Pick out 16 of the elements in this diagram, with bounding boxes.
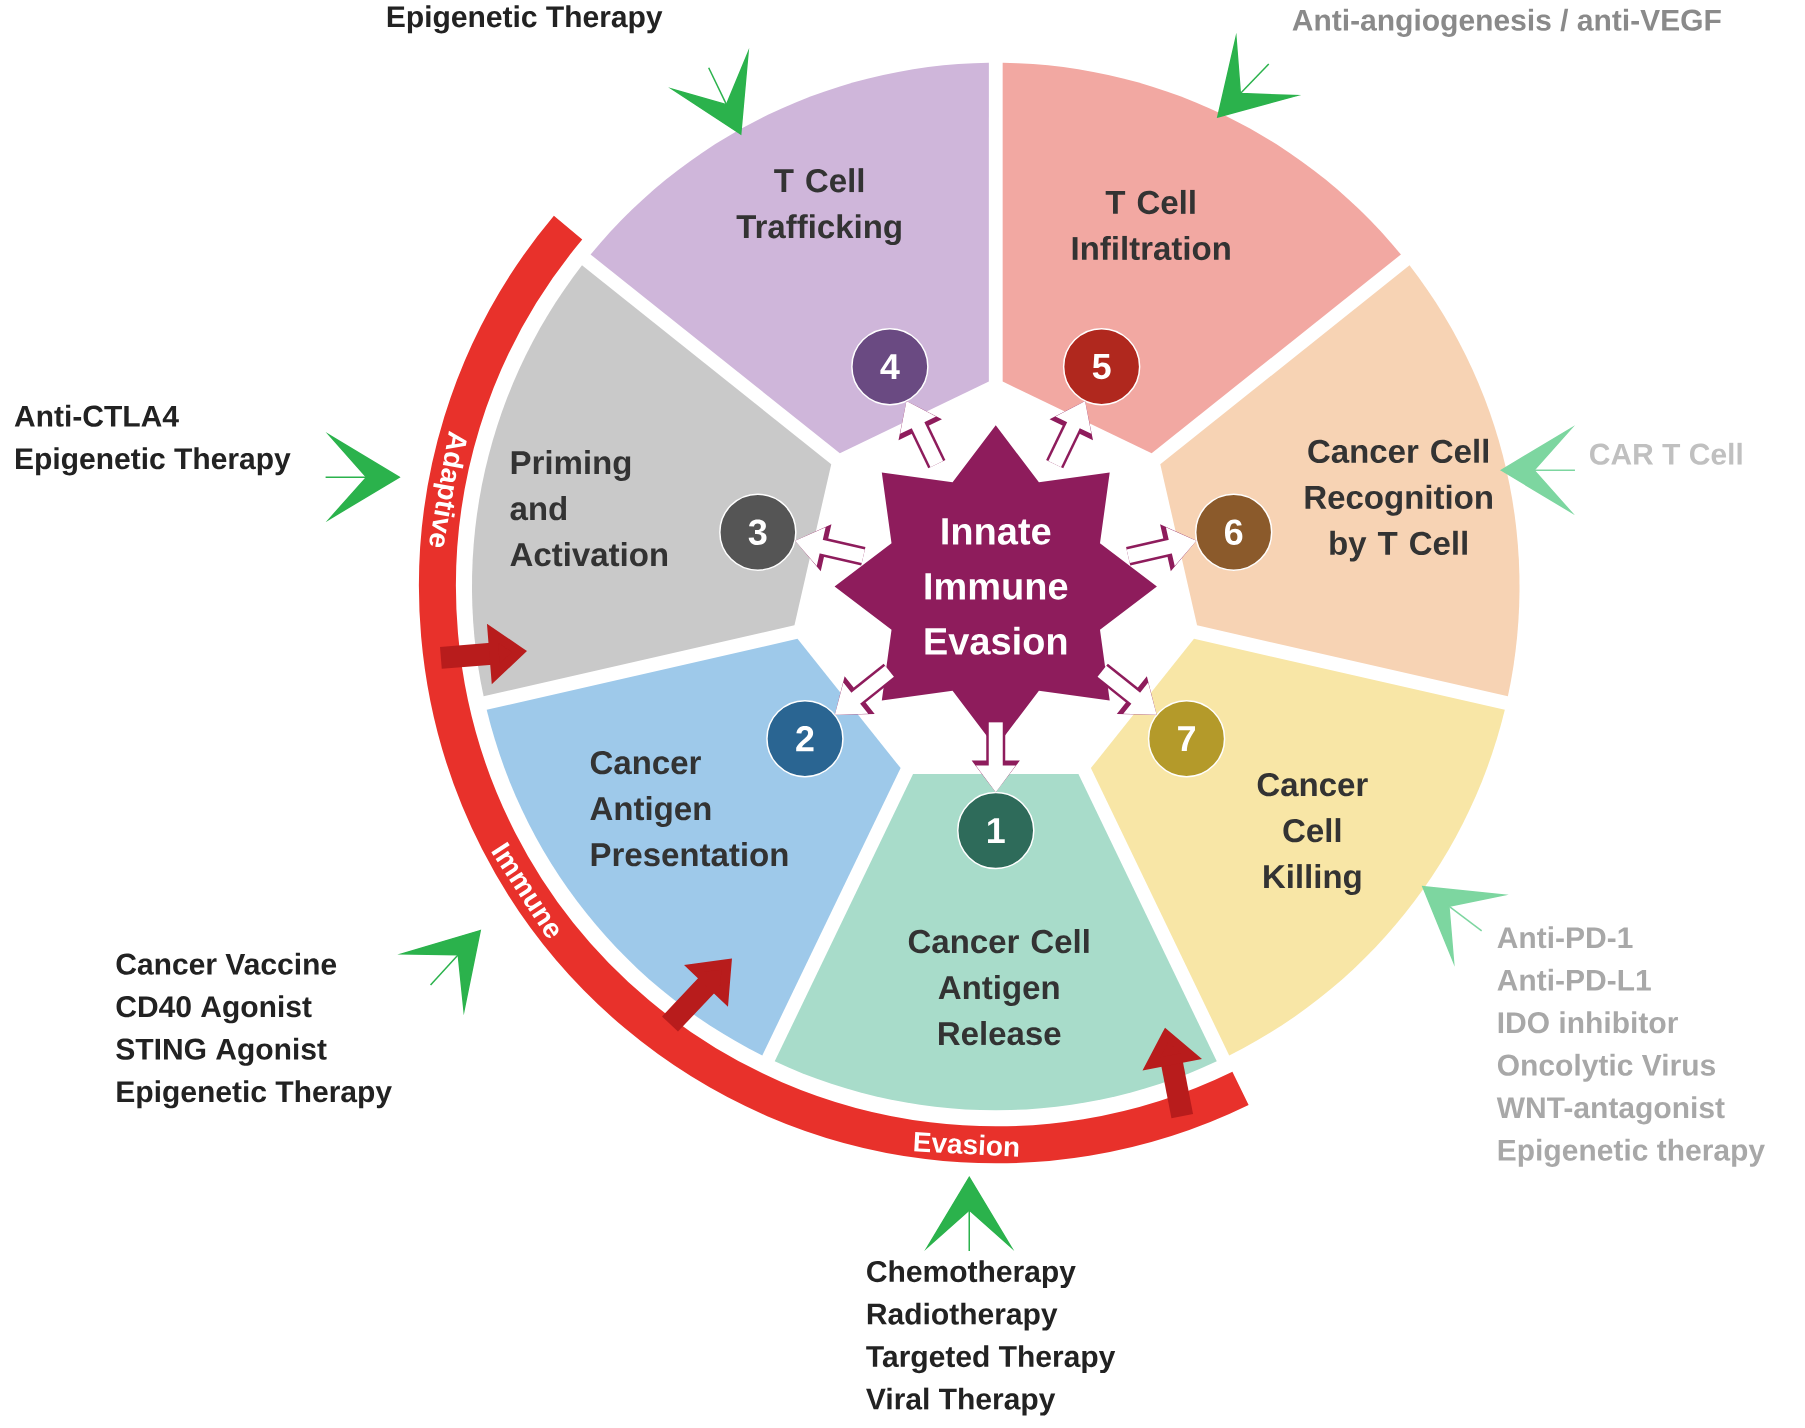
band-label: Adaptive — [429, 430, 467, 547]
number-badge: 4 — [851, 327, 929, 406]
number-badge: 6 — [1194, 493, 1273, 571]
therapy-list: CAR T Cell — [1590, 442, 1742, 465]
number-badge: 5 — [1062, 327, 1141, 406]
therapy-list: Anti-angiogenesis / anti-VEGF — [1292, 8, 1721, 37]
therapy-list: Chemotherapy Radiotherapy Targeted Therapy Viral Therapy — [866, 1260, 1116, 1416]
therapy-list: Anti-CTLA4 Epigenetic Therapy — [14, 404, 291, 476]
number-badge: 2 — [766, 699, 844, 778]
number-badge: 3 — [719, 493, 797, 571]
number-badge: 7 — [1147, 699, 1226, 778]
star-burst: Innate Immune Evasion — [834, 425, 1157, 748]
therapy-list: Epigenetic Therapy — [387, 5, 663, 34]
band-label: Evasion — [914, 1132, 1019, 1157]
therapy-list: Cancer Vaccine CD40 Agonist STING Agonist Epigenetic Therapy — [116, 952, 392, 1109]
number-badge: 1 — [957, 791, 1035, 870]
